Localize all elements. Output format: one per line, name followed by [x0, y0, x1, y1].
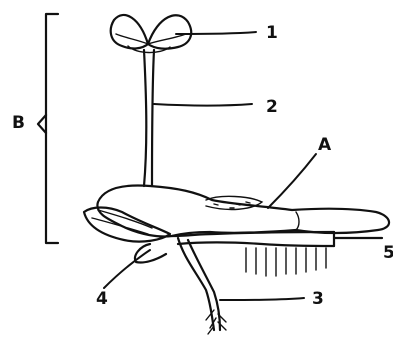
hypocotyl [144, 50, 154, 186]
label-3: 3 [312, 289, 324, 309]
label-B: B [12, 113, 25, 133]
label-A: A [318, 135, 332, 155]
bracket-B [38, 14, 58, 243]
label-1: 1 [266, 23, 278, 43]
label-4: 4 [96, 289, 108, 309]
label-2: 2 [266, 97, 278, 117]
roots [135, 232, 382, 334]
label-5: 5 [383, 243, 393, 263]
leader-lines [104, 32, 316, 300]
